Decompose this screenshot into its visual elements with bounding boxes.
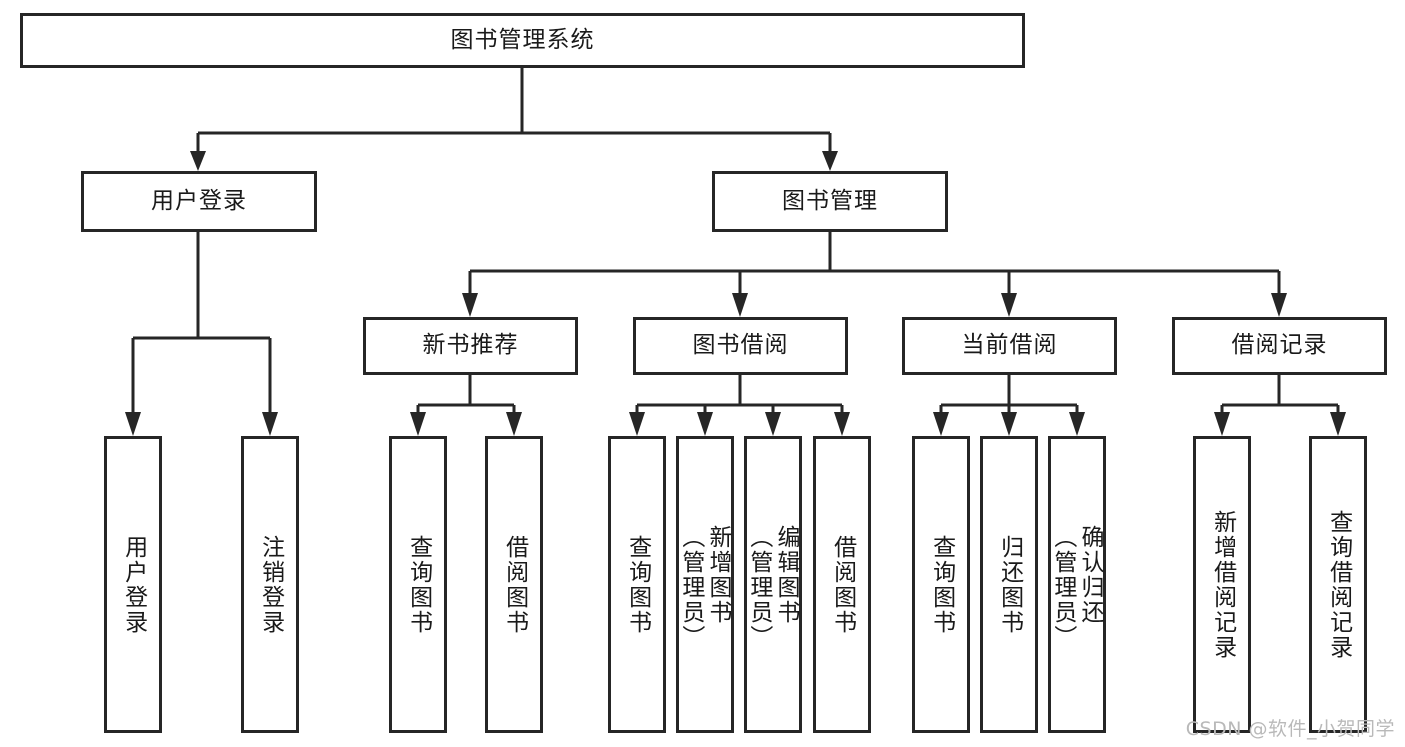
node-label: 借阅记录: [1231, 332, 1328, 359]
node-label: 图书借阅: [692, 332, 789, 359]
node-label: 用户登录: [151, 187, 247, 214]
node-label: 当前借阅: [961, 332, 1058, 359]
arrowhead-leaf-user-login: [125, 412, 141, 436]
node-label: 归还图书: [996, 534, 1023, 635]
arrowhead-nb-leaf1: [410, 412, 426, 436]
watermark: CSDN @软件_小贺同学: [1185, 718, 1395, 740]
node-book-management[interactable]: 图书管理: [712, 171, 948, 232]
arrowhead-nb-leaf2: [506, 412, 522, 436]
node-label: 查询图书: [405, 534, 432, 635]
arrowhead-bb-leaf2: [697, 412, 713, 436]
leaf-new-book-borrow-book[interactable]: 借阅图书: [485, 436, 543, 733]
node-label: 借阅图书: [501, 534, 528, 635]
arrowhead-cb-leaf3: [1069, 412, 1085, 436]
node-label: 借阅图书: [829, 534, 856, 635]
leaf-book-borrow-borrow-book[interactable]: 借阅图书: [813, 436, 871, 733]
node-root-book-management-system[interactable]: 图书管理系统: [20, 13, 1025, 68]
leaf-book-borrow-edit-book-admin[interactable]: 编辑图书 （管理员）: [744, 436, 802, 733]
arrowhead-new-book: [462, 293, 478, 317]
node-label: 图书管理: [782, 187, 878, 214]
leaf-current-borrow-confirm-return-admin[interactable]: 确认归还 （管理员）: [1048, 436, 1106, 733]
leaf-current-borrow-query-book[interactable]: 查询图书: [912, 436, 970, 733]
node-label: 新书推荐: [422, 332, 519, 359]
node-label: 图书管理系统: [450, 26, 595, 53]
arrowhead-book-borrow: [732, 293, 748, 317]
node-label: 编辑图书 （管理员）: [745, 525, 799, 650]
arrowhead-cb-leaf1: [933, 412, 949, 436]
arrowhead-user-login: [190, 151, 206, 171]
node-label: 确认归还 （管理员）: [1049, 525, 1103, 650]
node-current-borrow[interactable]: 当前借阅: [902, 317, 1117, 375]
leaf-book-borrow-add-book-admin[interactable]: 新增图书 （管理员）: [676, 436, 734, 733]
node-label: 查询借阅记录: [1325, 509, 1352, 660]
arrowhead-borrow-record: [1271, 293, 1287, 317]
arrowhead-bb-leaf4: [834, 412, 850, 436]
node-label: 新增图书 （管理员）: [677, 525, 731, 650]
node-user-login[interactable]: 用户登录: [81, 171, 317, 232]
arrowhead-br-leaf1: [1214, 412, 1230, 436]
arrowhead-bb-leaf1: [629, 412, 645, 436]
leaf-logout[interactable]: 注销登录: [241, 436, 299, 733]
arrowhead-bb-leaf3: [765, 412, 781, 436]
node-label: 查询图书: [624, 534, 651, 635]
leaf-borrow-record-query-record[interactable]: 查询借阅记录: [1309, 436, 1367, 733]
node-label: 查询图书: [928, 534, 955, 635]
node-label: 注销登录: [257, 534, 284, 635]
leaf-new-book-query-book[interactable]: 查询图书: [389, 436, 447, 733]
leaf-book-borrow-query-book[interactable]: 查询图书: [608, 436, 666, 733]
leaf-user-login[interactable]: 用户登录: [104, 436, 162, 733]
node-label: 用户登录: [120, 534, 147, 635]
node-label: 新增借阅记录: [1209, 509, 1236, 660]
arrowhead-cb-leaf2: [1001, 412, 1017, 436]
arrowhead-leaf-logout: [262, 412, 278, 436]
node-book-borrow[interactable]: 图书借阅: [633, 317, 848, 375]
arrowhead-current-borrow: [1001, 293, 1017, 317]
arrowhead-br-leaf2: [1330, 412, 1346, 436]
leaf-borrow-record-add-record[interactable]: 新增借阅记录: [1193, 436, 1251, 733]
node-new-book-recommend[interactable]: 新书推荐: [363, 317, 578, 375]
arrowhead-book-mgmt: [822, 151, 838, 171]
node-borrow-record[interactable]: 借阅记录: [1172, 317, 1387, 375]
leaf-current-borrow-return-book[interactable]: 归还图书: [980, 436, 1038, 733]
